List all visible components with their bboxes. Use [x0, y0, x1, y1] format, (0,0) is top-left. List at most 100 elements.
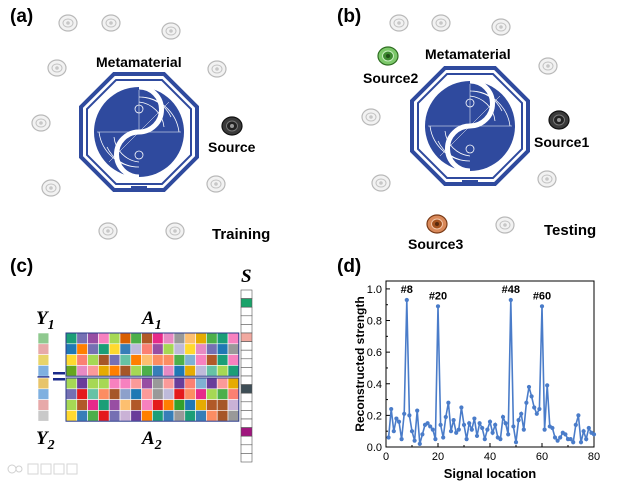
data-point	[472, 416, 477, 421]
data-point	[493, 422, 498, 427]
data-point	[438, 422, 443, 427]
peak-annotation: #20	[429, 290, 447, 302]
data-point	[591, 432, 597, 437]
panel-a-label: (a)	[10, 6, 34, 27]
data-point	[482, 436, 487, 442]
metamaterial-label-b: Metamaterial	[425, 46, 511, 62]
a1-label: A1	[142, 308, 162, 333]
data-point	[513, 440, 519, 445]
speaker-icon	[98, 222, 118, 240]
data-point	[539, 304, 545, 309]
panel-c-label: (c)	[10, 256, 34, 277]
data-point	[446, 400, 451, 405]
data-point	[552, 435, 558, 440]
data-point	[407, 413, 412, 418]
metamaterial-octagon-a	[79, 72, 199, 192]
training-caption: Training	[212, 226, 271, 243]
data-point	[415, 408, 420, 413]
data-point	[516, 418, 521, 423]
y-tick-label: 1.0	[367, 284, 382, 296]
equals-sign	[53, 378, 65, 381]
data-point	[578, 440, 584, 445]
panel-b-label: (b)	[337, 6, 362, 27]
data-point	[461, 422, 467, 427]
data-point	[433, 436, 438, 442]
data-point	[503, 421, 508, 426]
data-point	[386, 435, 391, 440]
y2-cell	[37, 410, 50, 422]
a2-border	[65, 377, 240, 422]
metamaterial-octagon-b	[410, 66, 530, 186]
speaker-icon	[101, 14, 121, 32]
x-tick-label: 0	[383, 451, 389, 463]
data-point	[389, 406, 394, 412]
data-point	[524, 400, 529, 405]
speaker-icon	[161, 22, 181, 40]
source1-speaker-icon	[548, 110, 570, 130]
speaker-icon	[41, 179, 61, 197]
data-point	[428, 424, 433, 429]
y-tick-label: 0.0	[367, 442, 382, 454]
data-point	[485, 427, 490, 432]
data-point	[529, 394, 534, 399]
speaker-icon	[58, 14, 78, 32]
data-point	[391, 429, 396, 434]
speaker-icon	[495, 216, 515, 234]
y1-cell	[37, 365, 50, 377]
data-point	[454, 430, 459, 435]
data-point	[558, 435, 563, 440]
data-point	[532, 405, 537, 410]
data-point	[399, 436, 404, 442]
y-tick-label: 0.4	[367, 379, 382, 391]
data-point	[459, 405, 464, 410]
source2-speaker-icon	[377, 46, 399, 66]
testing-caption: Testing	[544, 222, 597, 239]
data-point	[500, 414, 506, 420]
speaker-icon	[31, 114, 51, 132]
y1-label: Y1	[36, 308, 55, 333]
x-tick-label: 40	[484, 451, 496, 463]
peak-annotation: #48	[502, 284, 520, 296]
data-point	[404, 297, 409, 303]
data-point	[542, 427, 547, 432]
x-tick-label: 80	[588, 451, 600, 463]
data-point	[506, 432, 511, 437]
data-point	[467, 421, 472, 426]
data-point	[526, 384, 532, 390]
speaker-icon	[389, 14, 409, 32]
data-point	[537, 406, 542, 412]
speaker-icon	[491, 18, 511, 36]
data-point	[425, 421, 430, 426]
data-point	[412, 438, 417, 443]
data-point	[584, 436, 589, 442]
y-tick-label: 0.2	[367, 410, 382, 422]
data-point	[545, 383, 550, 388]
data-point	[430, 427, 435, 432]
data-point	[480, 425, 485, 431]
data-point	[573, 422, 578, 427]
source-label-a: Source	[208, 139, 256, 155]
y-axis-label: Reconstructed strength	[353, 296, 367, 431]
data-point	[474, 433, 480, 439]
active-source-speaker-icon	[221, 116, 243, 136]
speaker-icon	[361, 108, 381, 126]
source1-label: Source1	[534, 134, 590, 150]
speaker-icon	[537, 170, 557, 188]
y-tick-label: 0.6	[367, 347, 382, 359]
data-point	[586, 425, 591, 431]
data-point	[420, 432, 425, 437]
equals-sign	[53, 372, 65, 375]
data-point	[394, 416, 399, 421]
data-point	[417, 441, 422, 446]
data-point	[511, 424, 516, 429]
speaker-icon	[371, 174, 391, 192]
s-label: S	[241, 266, 252, 287]
x-axis-label: Signal location	[444, 466, 537, 481]
y2-label: Y2	[36, 428, 55, 453]
y-divider	[37, 376, 50, 378]
data-point	[409, 429, 415, 434]
source2-label: Source2	[363, 70, 419, 86]
data-point	[477, 421, 482, 426]
